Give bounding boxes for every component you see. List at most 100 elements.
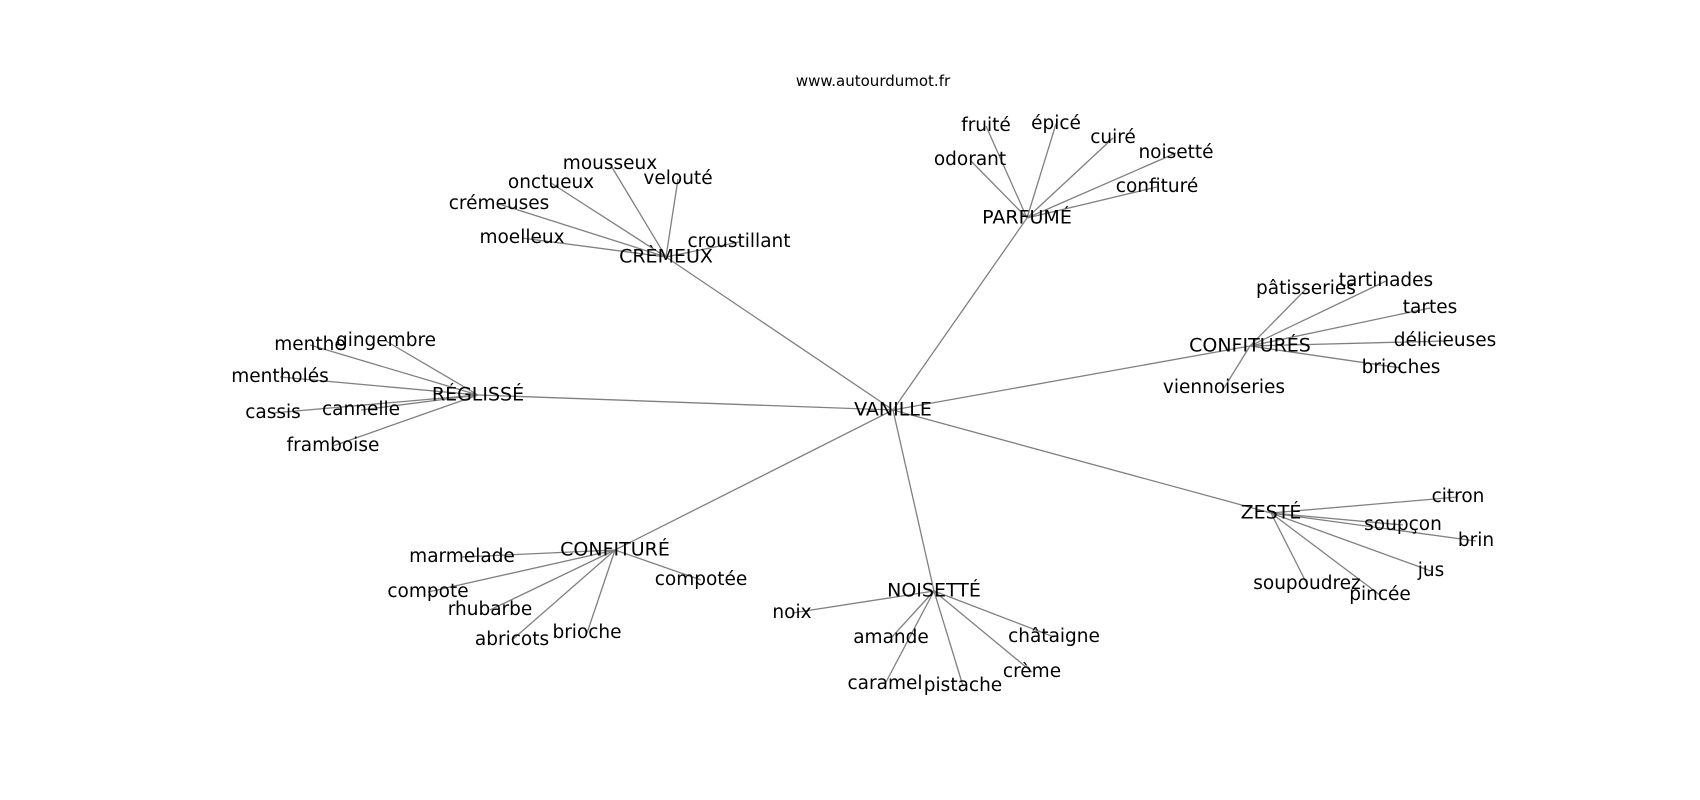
hub-node-label: CONFITURÉ <box>560 538 670 561</box>
hub-node-label: RÉGLISSÉ <box>432 383 524 406</box>
word-node-label: framboise <box>287 435 380 456</box>
edge-hub-to-word <box>933 590 1033 673</box>
word-node-label: moelleux <box>479 227 564 248</box>
edge-hub-to-word <box>1270 512 1432 572</box>
hub-node-label: NOISETTÉ <box>887 579 981 602</box>
word-node-label: pistache <box>924 675 1002 696</box>
hub-node-label: CONFITURÉS <box>1189 334 1311 357</box>
word-node-label: soupoudrez <box>1253 573 1361 594</box>
label-layer: VANILLE PARFUMÉ fruité épicé cuiré odorant noi… <box>231 113 1496 696</box>
word-node-label: tartes <box>1403 297 1457 318</box>
edge-hub-to-word <box>498 203 667 258</box>
site-title: www.autourdumot.fr <box>795 72 951 90</box>
word-node-label: menthe <box>274 334 346 355</box>
edge-hub-to-word <box>1270 496 1459 514</box>
word-node-label: cannelle <box>322 399 400 420</box>
word-node-label: onctueux <box>508 172 594 193</box>
edge-hub-to-word <box>1249 345 1402 369</box>
edge-hub-to-word <box>1270 512 1308 585</box>
edge-center-to-hub <box>892 409 1272 514</box>
edge-hub-to-word <box>1249 288 1307 347</box>
hub-node-label: PARFUMÉ <box>982 206 1072 229</box>
word-node-label: brioches <box>1362 357 1441 378</box>
edge-hub-to-word <box>665 241 740 258</box>
word-node-label: crème <box>1003 661 1061 682</box>
word-node-label: caramel <box>848 673 923 694</box>
edge-hub-to-word <box>1026 137 1114 219</box>
word-node-label: jus <box>1417 560 1445 581</box>
hub-node-label: ZESTÉ <box>1241 501 1302 524</box>
word-node-label: châtaigne <box>1008 626 1100 647</box>
edge-hub-to-word <box>511 549 616 641</box>
word-node-label: confituré <box>1116 176 1198 197</box>
edge-hub-to-word <box>884 590 935 685</box>
edge-hub-to-word <box>791 590 935 614</box>
edge-hub-to-word <box>1270 512 1404 526</box>
word-node-label: croustillant <box>687 231 790 252</box>
word-node-label: pincée <box>1349 584 1411 605</box>
edge-hub-to-word <box>890 590 935 639</box>
edge-hub-to-word <box>279 376 479 396</box>
edge-hub-to-word <box>360 394 479 411</box>
edge-layer <box>272 123 1477 687</box>
word-node-label: pâtisseries <box>1256 278 1356 299</box>
edge-hub-to-word <box>985 125 1028 219</box>
word-node-label: brin <box>1458 530 1494 551</box>
edge-hub-to-word <box>609 163 667 258</box>
edge-hub-to-word <box>665 178 679 258</box>
edge-hub-to-word <box>550 182 667 258</box>
edge-hub-to-word <box>1026 123 1057 219</box>
word-node-label: cuiré <box>1090 127 1136 148</box>
edge-center-to-hub <box>614 409 894 551</box>
word-node-label: odorant <box>934 149 1006 170</box>
edge-hub-to-word <box>1249 340 1446 347</box>
word-node-label: noisetté <box>1138 142 1213 163</box>
word-node-label: mousseux <box>563 153 657 174</box>
edge-hub-to-word <box>1026 152 1177 219</box>
edge-center-to-hub <box>665 256 894 411</box>
word-node-label: épicé <box>1031 113 1081 134</box>
edge-hub-to-word <box>461 549 616 558</box>
word-node-label: noix <box>772 602 811 623</box>
word-node-label: brioche <box>552 622 621 643</box>
word-node-label: crémeuses <box>449 193 550 214</box>
center-node-label: VANILLE <box>854 399 932 421</box>
edge-hub-to-word <box>1223 345 1251 389</box>
edge-hub-to-word <box>332 394 479 447</box>
word-node-label: cassis <box>245 402 301 423</box>
word-node-label: amande <box>853 627 929 648</box>
word-node-label: tartinades <box>1339 270 1433 291</box>
edge-hub-to-word <box>1249 280 1387 347</box>
edge-hub-to-word <box>933 590 964 687</box>
edge-hub-to-word <box>385 340 479 396</box>
edge-center-to-hub <box>892 217 1028 411</box>
word-node-label: compote <box>387 581 468 602</box>
word-node-label: rhubarbe <box>448 599 533 620</box>
edge-hub-to-word <box>489 549 616 611</box>
edge-hub-to-word <box>969 159 1028 219</box>
word-node-label: soupçon <box>1364 514 1442 535</box>
word-node-label: délicieuses <box>1394 330 1496 351</box>
edge-hub-to-word <box>309 344 479 396</box>
word-node-label: marmelade <box>409 546 515 567</box>
edge-hub-to-word <box>272 394 479 414</box>
word-node-label: abricots <box>475 629 549 650</box>
word-node-label: compotée <box>655 569 748 590</box>
edge-hub-to-word <box>1270 512 1381 596</box>
edge-center-to-hub <box>477 394 894 411</box>
edge-hub-to-word <box>427 549 616 593</box>
hub-node-label: CRÈMEUX <box>619 245 713 268</box>
word-node-label: velouté <box>643 168 712 189</box>
word-node-label: gingembre <box>336 330 436 351</box>
edge-center-to-hub <box>892 345 1251 411</box>
word-node-label: viennoiseries <box>1163 377 1285 398</box>
edge-hub-to-word <box>1270 512 1477 542</box>
edge-hub-to-word <box>521 237 667 258</box>
edge-center-to-hub <box>892 409 935 592</box>
word-node-label: citron <box>1432 486 1485 507</box>
edge-hub-to-word <box>1026 186 1158 219</box>
word-node-label: mentholés <box>231 366 329 387</box>
word-node-label: fruité <box>961 115 1011 136</box>
